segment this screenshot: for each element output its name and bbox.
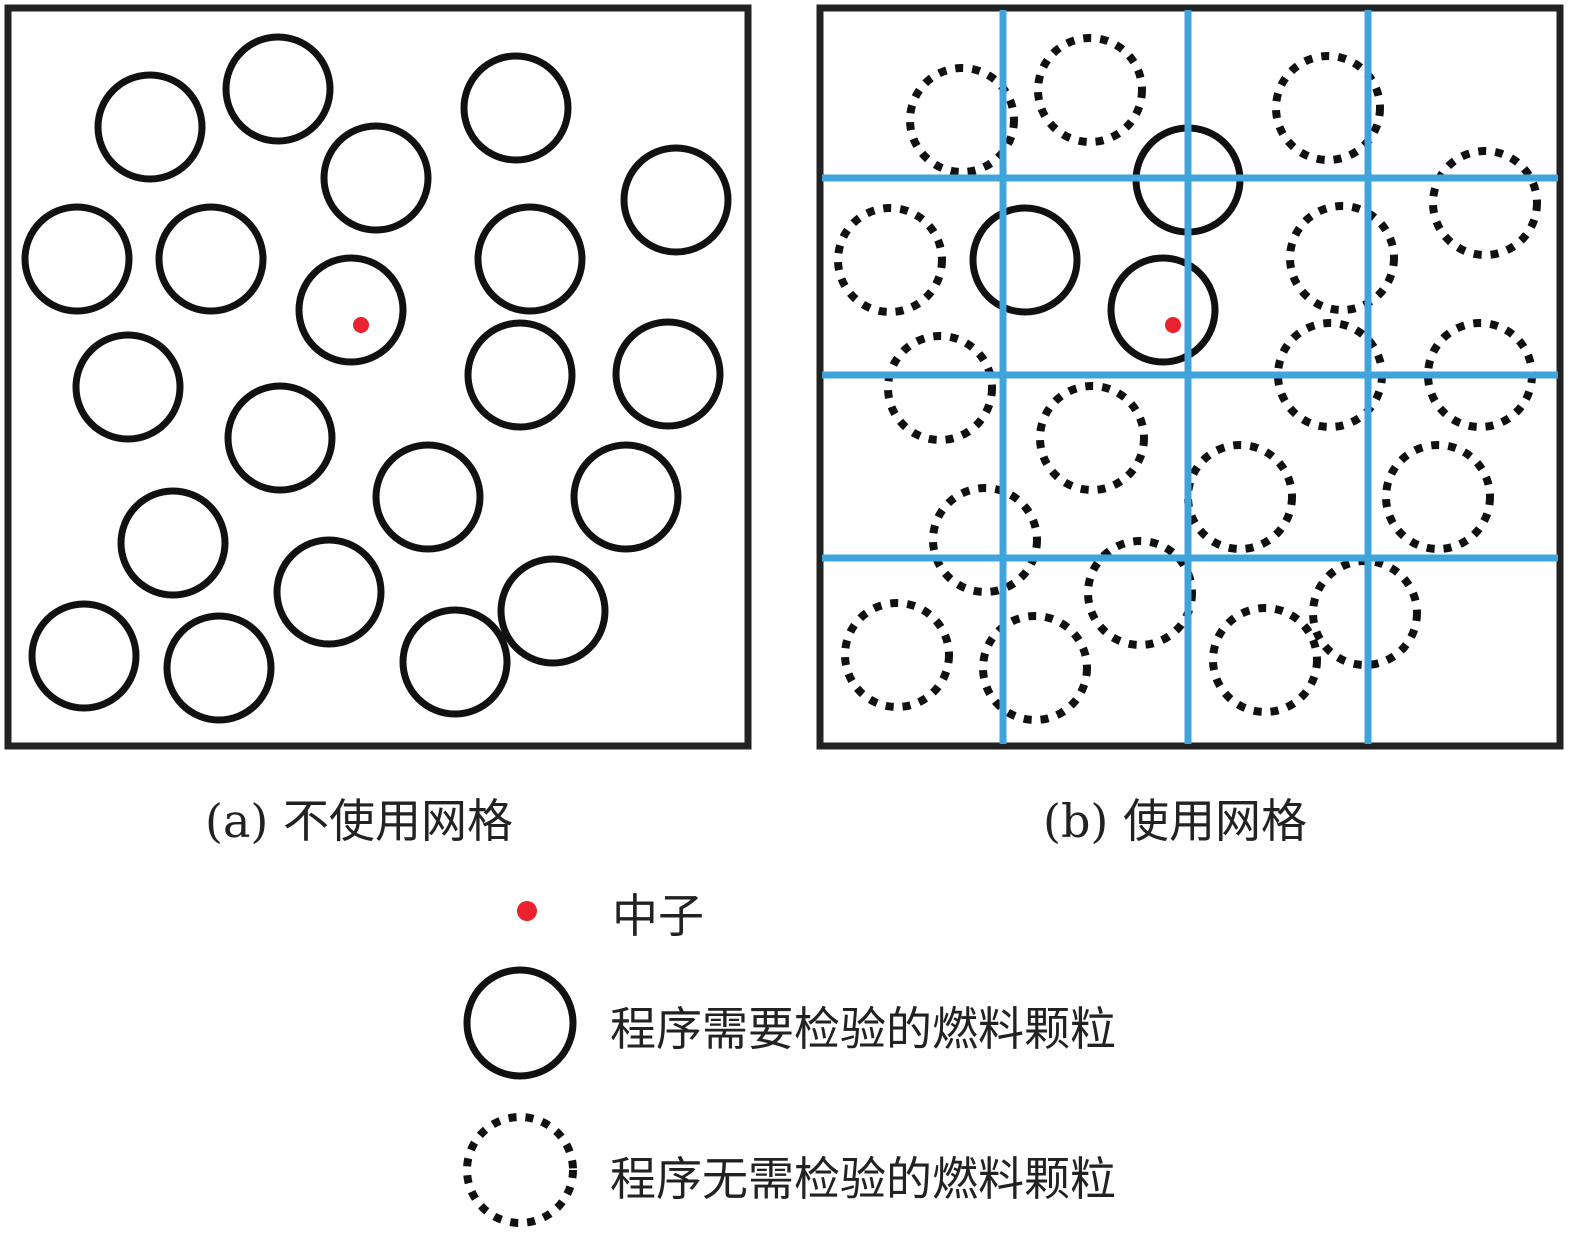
legend-checked-symbol <box>463 966 577 1080</box>
particle-unchecked <box>1272 52 1384 164</box>
particle-unchecked <box>1036 382 1148 494</box>
legend-unchecked-symbol <box>463 1113 577 1227</box>
particle-checked <box>117 487 229 599</box>
particle-unchecked <box>834 204 946 316</box>
particle-unchecked <box>1084 537 1196 649</box>
particle-unchecked <box>906 64 1018 176</box>
particle-unchecked <box>1429 147 1541 259</box>
neutron-dot <box>1165 317 1181 333</box>
particle-checked <box>399 606 511 718</box>
panel-a-particles <box>21 33 732 724</box>
particle-unchecked <box>1184 441 1296 553</box>
legend-neutron-label: 中子 <box>612 889 704 943</box>
particle-unchecked <box>1382 441 1494 553</box>
particle-unchecked <box>929 484 1041 596</box>
particle-checked <box>1107 254 1219 366</box>
particle-checked <box>72 331 184 443</box>
particle-checked <box>320 122 432 234</box>
panel-a-frame <box>4 4 752 750</box>
particle-unchecked <box>1286 202 1398 314</box>
legend-symbols <box>463 901 577 1227</box>
particle-checked <box>155 203 267 315</box>
particle-checked <box>474 203 586 315</box>
particle-checked <box>570 441 682 553</box>
particle-checked <box>163 612 275 724</box>
caption-b: (b) 使用网格 <box>1043 794 1307 848</box>
particle-checked <box>969 204 1081 316</box>
neutron-dot <box>517 901 537 921</box>
panel-b-frame <box>816 4 1564 750</box>
particle-checked <box>94 71 206 183</box>
legend-unchecked-label: 程序无需检验的燃料颗粒 <box>610 1152 1116 1206</box>
particle-unchecked <box>841 599 953 711</box>
particle-checked <box>612 318 724 430</box>
caption-a: (a) 不使用网格 <box>205 794 513 848</box>
particle-checked <box>295 254 407 366</box>
particle-unchecked <box>1209 604 1321 716</box>
particle-checked <box>273 536 385 648</box>
particle-checked <box>372 441 484 553</box>
legend-checked-label: 程序需要检验的燃料颗粒 <box>610 1002 1116 1056</box>
neutron-dot <box>353 317 369 333</box>
particle-checked <box>21 203 133 315</box>
particle-unchecked <box>979 612 1091 724</box>
particle-checked <box>620 144 732 256</box>
particle-checked <box>460 52 572 164</box>
particle-unchecked <box>884 332 996 444</box>
particle-checked <box>224 382 336 494</box>
particle-checked <box>28 600 140 712</box>
particle-checked <box>464 319 576 431</box>
particle-checked <box>222 33 334 145</box>
panel-b-grid <box>822 10 1558 744</box>
particle-checked <box>497 555 609 667</box>
particle-unchecked <box>1034 34 1146 146</box>
